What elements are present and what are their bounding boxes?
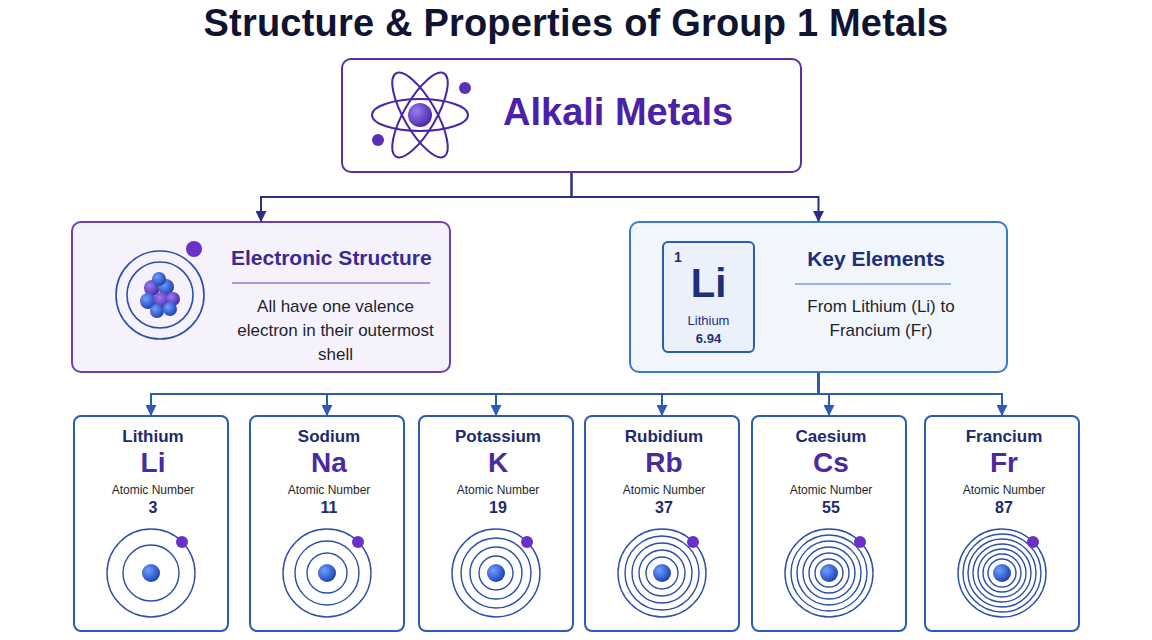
valence-electron	[352, 536, 364, 548]
nucleus	[993, 564, 1011, 582]
element-name: Caesium	[753, 427, 909, 447]
field-label: Atomic Number	[926, 483, 1082, 497]
element-symbol: Li	[664, 261, 753, 306]
category-title: Alkali Metals	[503, 91, 798, 134]
category-box: Alkali Metals	[341, 58, 802, 173]
valence-electron	[1027, 536, 1039, 548]
box-heading: Electronic Structure	[231, 246, 446, 270]
field-label: Atomic Number	[75, 483, 231, 497]
connector-arrow	[662, 373, 819, 415]
atomic-number: 3	[75, 499, 231, 517]
shell-diagram	[618, 529, 706, 617]
diagram-title: Structure & Properties of Group 1 Metals	[0, 2, 1152, 45]
element-name: Francium	[926, 427, 1082, 447]
nucleus	[318, 564, 336, 582]
nucleus	[820, 564, 838, 582]
nucleus	[653, 564, 671, 582]
connector-arrow	[496, 373, 819, 415]
atomic-number: 55	[753, 499, 909, 517]
nucleus	[487, 564, 505, 582]
element-symbol: Rb	[586, 447, 742, 479]
valence-electron	[687, 536, 699, 548]
atomic-mass: 6.94	[664, 331, 753, 346]
info-box: Key ElementsFrom Lithium (Li) to Franciu…	[629, 221, 1008, 373]
element-symbol: Fr	[926, 447, 1082, 479]
connector-arrow	[261, 173, 572, 221]
connector-arrow	[151, 373, 819, 415]
valence-electron	[854, 536, 866, 548]
element-card: RubidiumRbAtomic Number 37	[584, 415, 740, 632]
element-symbol: K	[420, 447, 576, 479]
atom-icon	[372, 65, 471, 164]
element-name: Sodium	[251, 427, 407, 447]
connector-arrow	[572, 173, 819, 221]
box-body: From Lithium (Li) to Francium (Fr)	[771, 295, 991, 343]
box-body: All have one valence electron in their o…	[233, 295, 438, 367]
info-box: Electronic StructureAll have one valence…	[71, 221, 451, 373]
element-card: SodiumNaAtomic Number 11	[249, 415, 405, 632]
atomic-number: 11	[251, 499, 407, 517]
field-label: Atomic Number	[420, 483, 576, 497]
element-name: Lithium	[664, 313, 753, 328]
connector-arrow	[327, 373, 819, 415]
box-heading: Key Elements	[776, 247, 976, 271]
heading-underline	[232, 282, 430, 283]
element-card: PotassiumK Atomic Number 19	[418, 415, 574, 632]
element-card: CaesiumCsAtomic Number 55	[751, 415, 907, 632]
shell-diagram	[958, 529, 1046, 617]
heading-underline	[795, 283, 951, 284]
element-symbol: Li	[75, 447, 231, 479]
valence-electron	[521, 536, 533, 548]
element-symbol: Cs	[753, 447, 909, 479]
shell-diagram	[283, 529, 371, 617]
field-label: Atomic Number	[586, 483, 742, 497]
element-symbol: Na	[251, 447, 407, 479]
element-card: LithiumLiAtomic Number 3	[73, 415, 229, 632]
element-name: Lithium	[75, 427, 231, 447]
nucleus	[142, 564, 160, 582]
atom-illustration	[116, 241, 204, 339]
element-tile: 1LiLithium6.94	[662, 241, 755, 353]
field-label: Atomic Number	[251, 483, 407, 497]
connector-arrow	[819, 373, 830, 415]
valence-electron	[176, 536, 188, 548]
element-name: Rubidium	[586, 427, 742, 447]
atomic-number: 87	[926, 499, 1082, 517]
field-label: Atomic Number	[753, 483, 909, 497]
connector-arrow	[819, 373, 1003, 415]
shell-diagram	[107, 529, 195, 617]
shell-diagram	[452, 529, 540, 617]
shell-diagram	[785, 529, 873, 617]
element-name: Potassium	[420, 427, 576, 447]
element-card: FranciumFrAtomic Number 87	[924, 415, 1080, 632]
atomic-number: 19	[420, 499, 576, 517]
atomic-number: 37	[586, 499, 742, 517]
